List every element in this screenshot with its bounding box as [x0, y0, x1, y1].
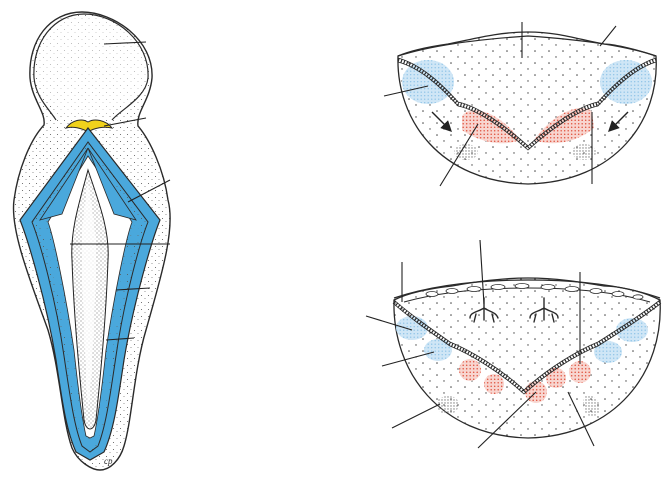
blue-band-inner	[39, 145, 141, 448]
leader-line-lower-gland	[479, 239, 485, 305]
leader-line-lower-right	[567, 391, 595, 447]
dorsal-view: cp	[12, 11, 171, 471]
leader-line-groove	[105, 337, 135, 341]
lower-amnion	[393, 279, 661, 299]
leader-line-lower-somite	[477, 391, 537, 449]
leader-line-yellow	[103, 117, 147, 127]
lower-leader-lines	[365, 239, 595, 449]
leader-line-lower-blue	[365, 315, 413, 331]
upper-grey-left	[454, 144, 478, 160]
head-outline	[33, 13, 149, 121]
lower-grey-left	[438, 395, 459, 415]
upper-ectoderm	[397, 58, 657, 151]
upper-amnion	[397, 35, 657, 57]
leader-line-upper-blue	[383, 85, 429, 97]
upper-arrow-left	[431, 111, 452, 132]
leader-line-fold	[127, 179, 171, 203]
upper-leader-lines	[383, 22, 617, 187]
leader-line-band	[115, 287, 151, 291]
lower-ectoderm	[392, 300, 662, 395]
leader-line-upper-amnion	[599, 25, 617, 47]
leader-line-upper-red	[439, 123, 479, 187]
cross-section-lower	[365, 239, 662, 449]
artist-signature: cp	[104, 456, 113, 466]
groove-highlight	[81, 180, 97, 412]
leader-line-lower-grey	[391, 403, 441, 429]
upper-arrow-right	[608, 111, 629, 132]
leader-line-head	[103, 41, 147, 45]
dorsal-leader-lines	[70, 41, 171, 341]
lower-gland-right	[529, 297, 559, 323]
cross-section-upper	[383, 22, 657, 187]
blue-fold-right	[87, 147, 137, 221]
upper-grey-right	[572, 144, 596, 160]
head-region	[37, 16, 147, 116]
blue-fold-left	[39, 147, 89, 221]
upper-section-body	[397, 31, 657, 185]
lower-grey-right	[583, 395, 600, 417]
leader-line-lower-mid	[381, 351, 435, 367]
yellow-region	[64, 119, 114, 133]
lower-vessel-row	[425, 283, 644, 300]
